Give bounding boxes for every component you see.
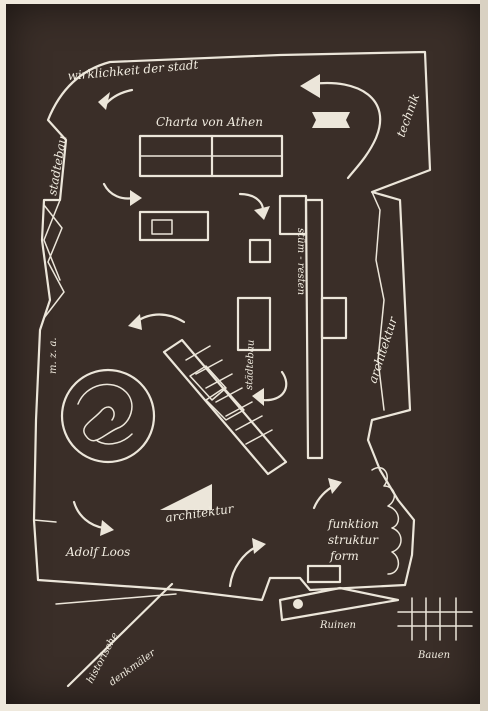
label-technik: technik: [394, 92, 423, 139]
lower-left-wall-double: [33, 519, 177, 605]
bauen-grid: [397, 597, 473, 641]
label-denkmaeler: denkmäler: [107, 647, 158, 688]
label-form: form: [329, 549, 359, 563]
label-stadtebau-left: stadtebau: [45, 135, 69, 197]
display-block-a-inner: [151, 219, 173, 235]
partition-niche: [320, 296, 348, 340]
label-stuetzen: stüm - resten: [295, 228, 306, 295]
diagonal-display-stairs: [162, 338, 288, 476]
arrow-lower-right: [312, 478, 342, 510]
arrow-left-upper: [102, 182, 142, 206]
central-partition: [304, 198, 324, 460]
display-block-c: [236, 296, 272, 352]
arrow-center-top: [238, 192, 270, 220]
arrow-lower-center: [228, 538, 266, 588]
label-adolf-loos: Adolf Loos: [65, 545, 130, 559]
left-zigzag-wall-2: [43, 199, 61, 281]
scalloped-edge: [371, 466, 402, 575]
label-ruinen: Ruinen: [319, 620, 356, 631]
ruinen-dot: [293, 599, 303, 609]
lower-left-diagonal-wall: [66, 582, 174, 688]
book-gutter: [480, 0, 488, 711]
arrow-center-curve: [252, 370, 288, 406]
blackboard-plan: [6, 4, 480, 704]
label-charta-von-athen: Charta von Athen: [156, 115, 263, 129]
ruinen-triangle: [278, 586, 400, 622]
arrow-top-left: [98, 88, 134, 110]
wedge-display: [160, 484, 212, 510]
label-mza: m. z. a.: [48, 337, 59, 374]
hourglass-marker: [312, 112, 350, 128]
display-block-b: [248, 238, 272, 264]
medallion-scribble: [77, 383, 133, 445]
arrow-top-right-curve: [300, 74, 382, 180]
label-struktur: struktur: [328, 533, 379, 547]
arrow-center-left: [128, 313, 186, 330]
label-funktion: funktion: [327, 517, 379, 531]
outer-wall: [32, 50, 432, 602]
ruinen-box: [306, 564, 342, 584]
label-architektur-right: architektur: [366, 314, 401, 385]
circular-medallion: [60, 368, 156, 464]
arrow-loos: [72, 500, 114, 536]
display-block-a: [138, 210, 210, 242]
label-bauen: Bauen: [417, 650, 450, 661]
label-stadtebau-mid: städtebau: [244, 339, 257, 390]
right-inner-wall: [371, 191, 385, 411]
stair-cells: [185, 345, 273, 445]
left-zigzag-wall: [43, 204, 65, 319]
